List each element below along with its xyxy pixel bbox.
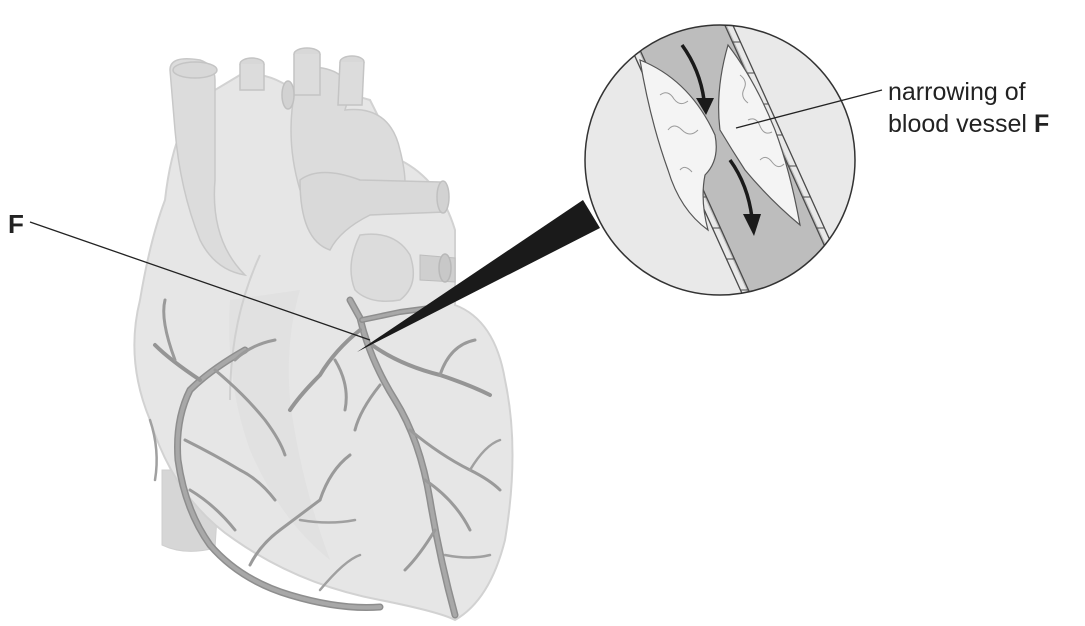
label-narrowing: narrowing of blood vessel F: [888, 76, 1049, 140]
label-narrowing-bold: F: [1034, 110, 1049, 138]
label-narrowing-line2: blood vessel F: [888, 108, 1049, 140]
label-vessel-f: F: [8, 208, 24, 240]
label-narrowing-text: blood vessel: [888, 110, 1027, 138]
magnified-vessel-view: [585, 10, 866, 320]
label-narrowing-line1: narrowing of: [888, 76, 1049, 108]
